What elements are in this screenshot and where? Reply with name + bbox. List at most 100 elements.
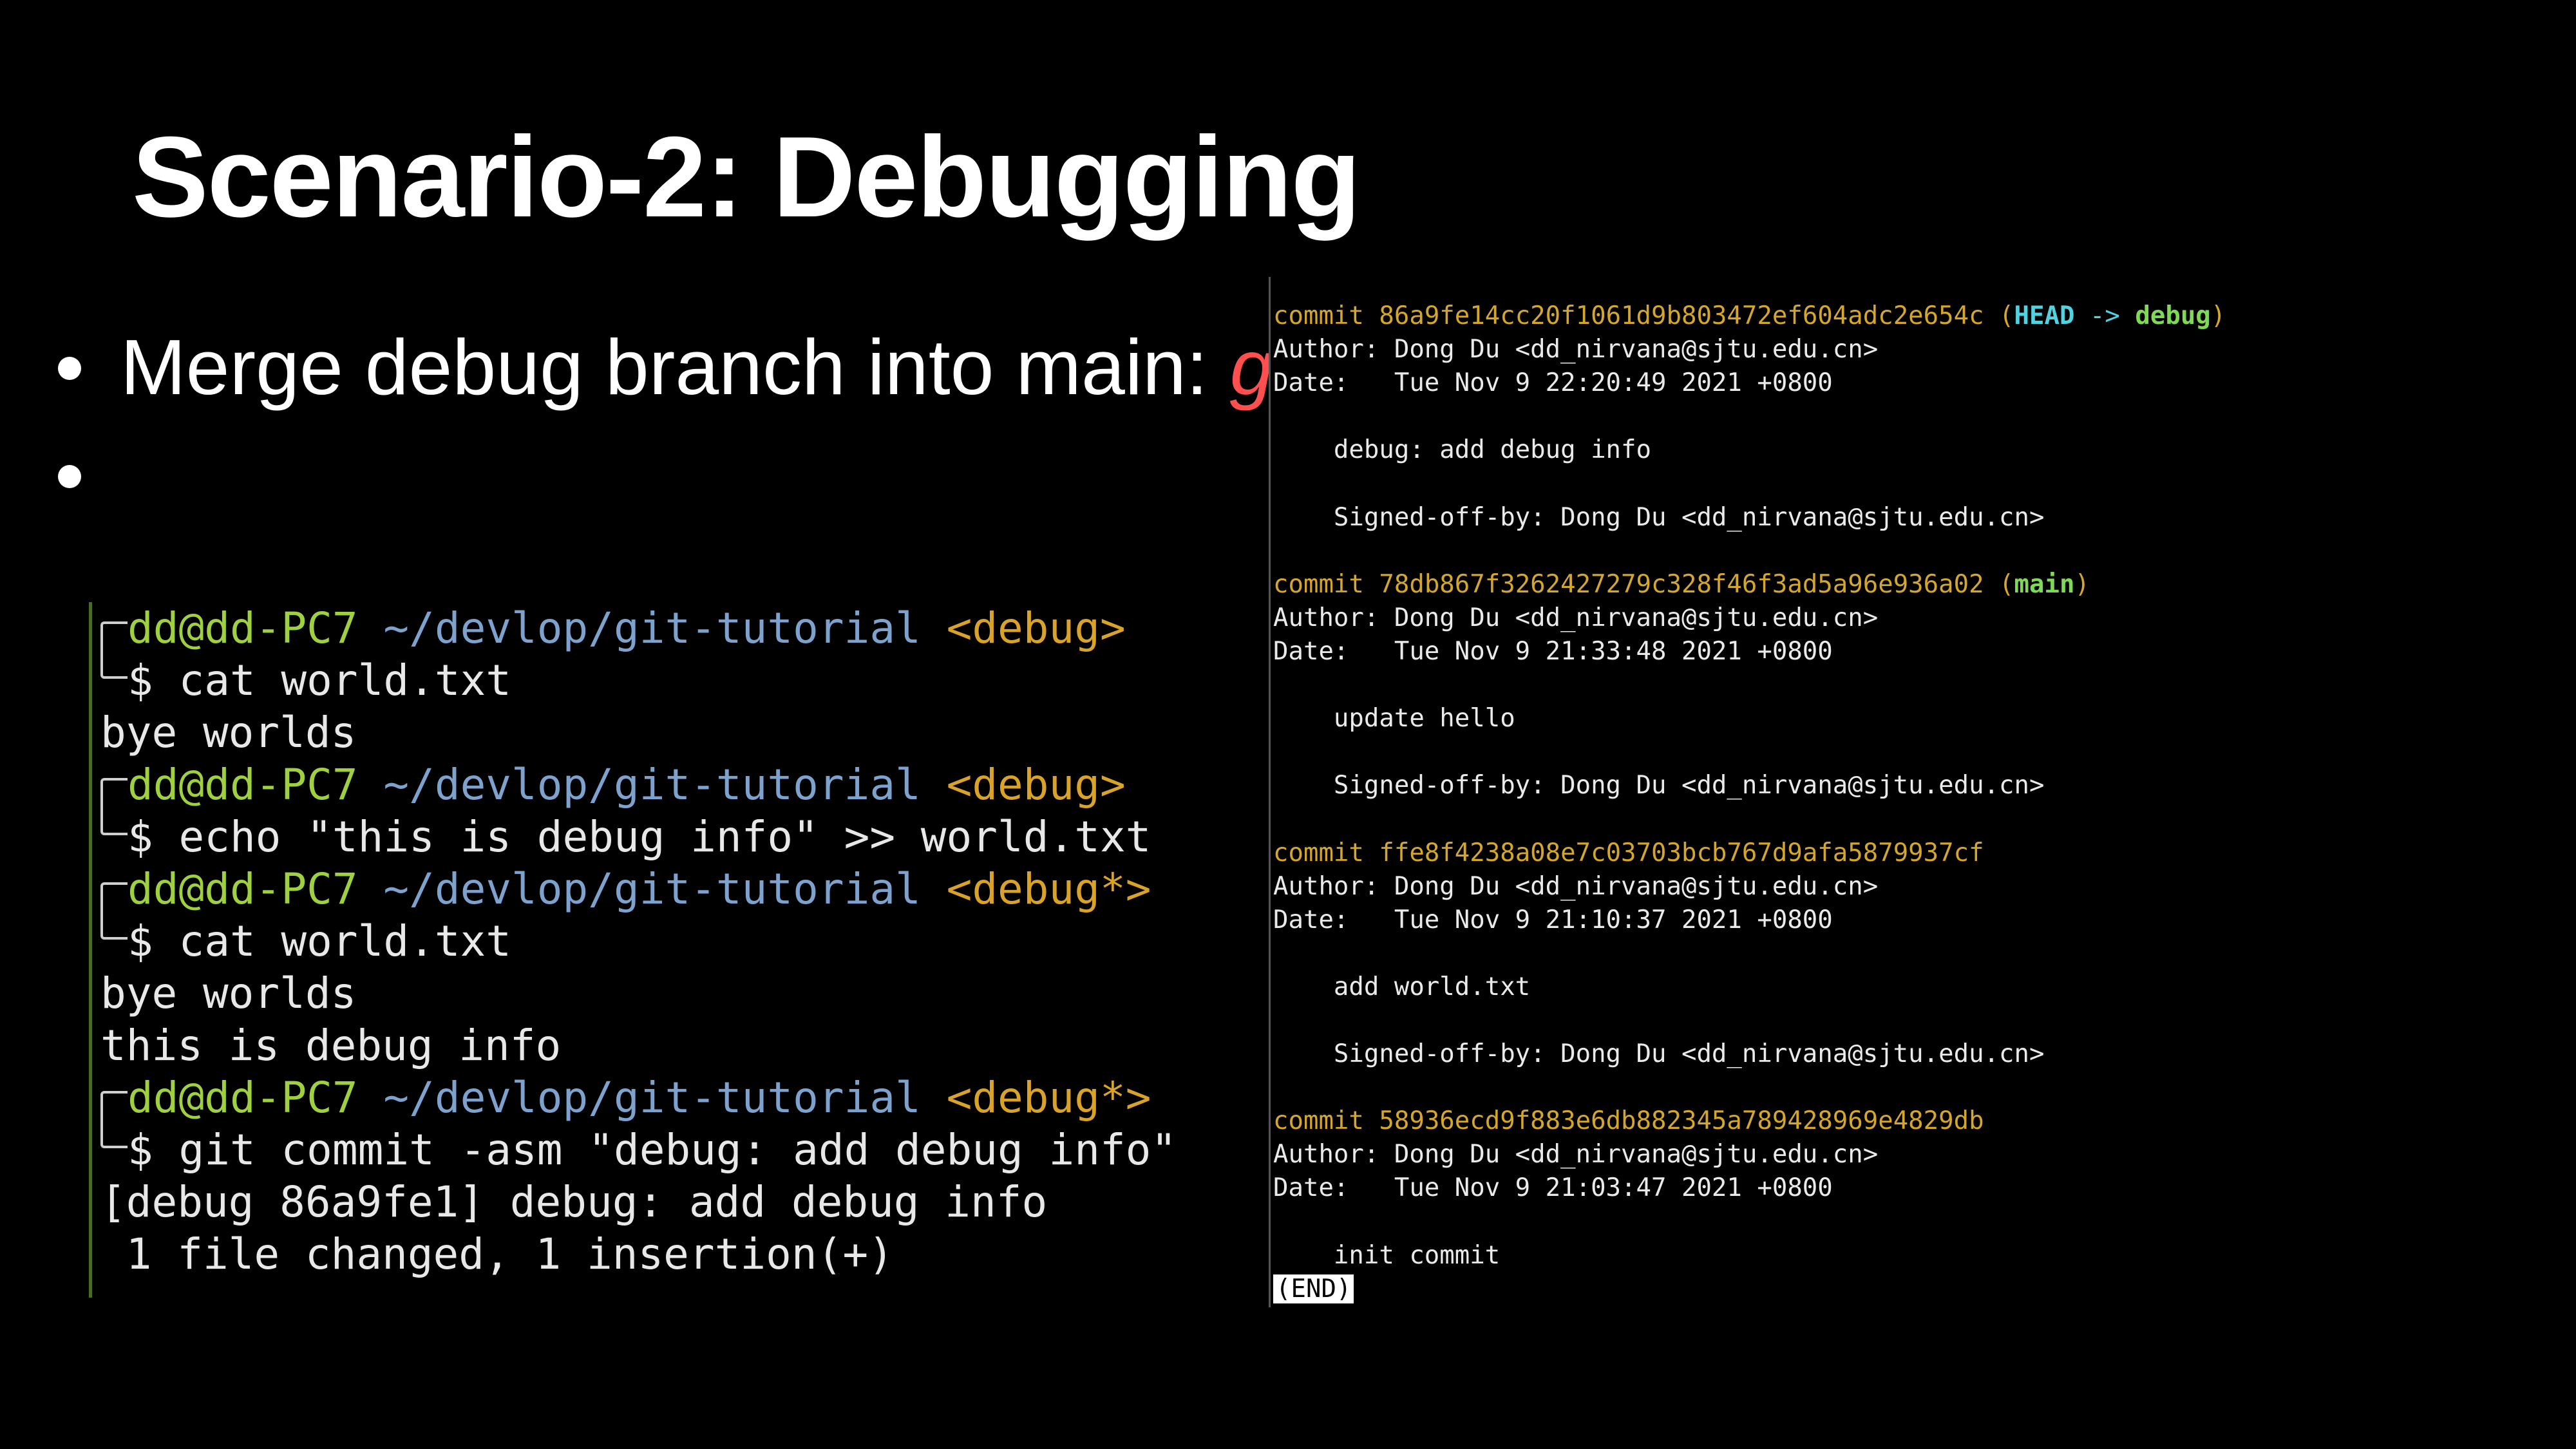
- prompt-corner-icon: [100, 778, 128, 810]
- date-line: Date: Tue Nov 9 22:20:49 2021 +0800: [1273, 366, 2226, 400]
- commit-line: commit 58936ecd9f883e6db882345a789428969…: [1273, 1104, 2226, 1138]
- end-marker: (END): [1273, 1274, 1354, 1303]
- commit-line: commit 86a9fe14cc20f1061d9b803472ef604ad…: [1273, 299, 2226, 333]
- command-text: $ cat world.txt: [128, 656, 512, 705]
- author-text: Author: Dong Du <dd_nirvana@sjtu.edu.cn>: [1273, 871, 1879, 901]
- slide-title: Scenario-2: Debugging: [132, 113, 1361, 241]
- date-line: Date: Tue Nov 9 21:10:37 2021 +0800: [1273, 904, 2226, 937]
- ref-head: HEAD: [2014, 301, 2075, 330]
- bullet-dot-icon: [58, 465, 81, 488]
- author-line: Author: Dong Du <dd_nirvana@sjtu.edu.cn>: [1273, 333, 2226, 366]
- prompt-path: ~/devlop/git-tutorial: [383, 1073, 921, 1122]
- commit-label: commit: [1273, 838, 1379, 867]
- date-text: Date: Tue Nov 9 21:10:37 2021 +0800: [1273, 905, 1833, 934]
- command-line: $ git commit -asm "debug: add debug info…: [100, 1117, 1177, 1176]
- command-line: $ cat world.txt: [100, 648, 1177, 706]
- commit-hash: 86a9fe14cc20f1061d9b803472ef604adc2e654c: [1379, 301, 1984, 330]
- ref-arrow: ->: [2074, 301, 2136, 330]
- ref-paren-icon: ): [2074, 569, 2090, 599]
- output-text: [debug 86a9fe1] debug: add debug info: [100, 1177, 1048, 1227]
- blank-line: [1273, 735, 2226, 769]
- terminal-screenshot-left: dd@dd-PC7 ~/devlop/git-tutorial <debug>$…: [89, 602, 1261, 1298]
- date-text: Date: Tue Nov 9 21:03:47 2021 +0800: [1273, 1173, 1833, 1203]
- blank-line: [1273, 802, 2226, 836]
- prompt-user: dd@dd-PC7: [128, 760, 358, 810]
- command-text: $ cat world.txt: [128, 916, 512, 966]
- output-line: this is debug info: [100, 1019, 1177, 1072]
- command-line: $ cat world.txt: [100, 909, 1177, 967]
- bullet-label: Merge debug branch into main:: [120, 323, 1230, 411]
- ref-paren-icon: (: [1984, 569, 2014, 599]
- commit-message: init commit: [1273, 1240, 1501, 1270]
- date-text: Date: Tue Nov 9 22:20:49 2021 +0800: [1273, 368, 1833, 398]
- prompt-corner-icon: [100, 909, 128, 940]
- terminal-border: [89, 602, 92, 1298]
- date-line: Date: Tue Nov 9 21:33:48 2021 +0800: [1273, 635, 2226, 668]
- commit-label: commit: [1273, 301, 1379, 330]
- commit-line: commit ffe8f4238a08e7c03703bcb767d9afa58…: [1273, 837, 2226, 870]
- ref-branch: main: [2014, 569, 2075, 599]
- prompt-branch: <debug>: [946, 603, 1126, 653]
- prompt-path: ~/devlop/git-tutorial: [383, 760, 921, 810]
- blank-line: [1273, 467, 2226, 500]
- command-text: $ echo "this is debug info" >> world.txt: [128, 812, 1151, 862]
- prompt-corner-icon: [100, 804, 128, 835]
- prompt-line: dd@dd-PC7 ~/devlop/git-tutorial <debug*>: [100, 1072, 1177, 1124]
- commit-message: update hello: [1273, 704, 1515, 734]
- blank-line: [1273, 668, 2226, 702]
- blank-line: [1273, 1206, 2226, 1239]
- signoff-text: Signed-off-by: Dong Du <dd_nirvana@sjtu.…: [1273, 1039, 2045, 1069]
- command-line: $ echo "this is debug info" >> world.txt: [100, 804, 1177, 863]
- prompt-line: dd@dd-PC7 ~/devlop/git-tutorial <debug*>: [100, 863, 1177, 915]
- git-log-screenshot: commit 86a9fe14cc20f1061d9b803472ef604ad…: [1269, 277, 2273, 1307]
- author-text: Author: Dong Du <dd_nirvana@sjtu.edu.cn>: [1273, 603, 1879, 632]
- ref-branch: debug: [2135, 301, 2211, 330]
- message-line: init commit: [1273, 1239, 2226, 1273]
- command-text: $ git commit -asm "debug: add debug info…: [128, 1125, 1177, 1175]
- signoff-line: Signed-off-by: Dong Du <dd_nirvana@sjtu.…: [1273, 769, 2226, 802]
- blank-line: [1273, 1071, 2226, 1104]
- output-text: this is debug info: [100, 1021, 562, 1070]
- author-line: Author: Dong Du <dd_nirvana@sjtu.edu.cn>: [1273, 870, 2226, 904]
- message-line: update hello: [1273, 702, 2226, 735]
- prompt-user: dd@dd-PC7: [128, 864, 358, 914]
- author-line: Author: Dong Du <dd_nirvana@sjtu.edu.cn>: [1273, 1138, 2226, 1171]
- blank-line: [1273, 1004, 2226, 1037]
- prompt-user: dd@dd-PC7: [128, 1073, 358, 1122]
- output-line: 1 file changed, 1 insertion(+): [100, 1228, 1177, 1280]
- blank-line: [1273, 400, 2226, 433]
- signoff-text: Signed-off-by: Dong Du <dd_nirvana@sjtu.…: [1273, 771, 2045, 800]
- author-text: Author: Dong Du <dd_nirvana@sjtu.edu.cn>: [1273, 335, 1879, 365]
- prompt-corner-icon: [100, 621, 128, 654]
- message-line: add world.txt: [1273, 971, 2226, 1004]
- commit-message: add world.txt: [1273, 972, 1531, 1001]
- commit-label: commit: [1273, 1106, 1379, 1136]
- output-line: [debug 86a9fe1] debug: add debug info: [100, 1176, 1177, 1228]
- output-text: bye worlds: [100, 969, 357, 1018]
- commit-hash: ffe8f4238a08e7c03703bcb767d9afa5879937cf: [1379, 838, 1984, 867]
- ref-paren-icon: ): [2210, 301, 2226, 330]
- prompt-line: dd@dd-PC7 ~/devlop/git-tutorial <debug>: [100, 602, 1177, 654]
- message-line: debug: add debug info: [1273, 433, 2226, 467]
- output-text: 1 file changed, 1 insertion(+): [100, 1229, 894, 1279]
- blank-line: [1273, 535, 2226, 568]
- prompt-branch: <debug*>: [946, 864, 1151, 914]
- prompt-user: dd@dd-PC7: [128, 603, 358, 653]
- output-text: bye worlds: [100, 708, 357, 757]
- commit-message: debug: add debug info: [1273, 435, 1651, 465]
- prompt-corner-icon: [100, 882, 128, 914]
- prompt-corner-icon: [100, 1117, 128, 1148]
- commit-hash: 58936ecd9f883e6db882345a789428969e4829db: [1379, 1106, 1984, 1136]
- prompt-path: ~/devlop/git-tutorial: [383, 864, 921, 914]
- prompt-corner-icon: [100, 648, 128, 679]
- git-log-output: commit 86a9fe14cc20f1061d9b803472ef604ad…: [1273, 299, 2226, 1306]
- commit-line: commit 78db867f3262427279c328f46f3ad5a96…: [1273, 568, 2226, 601]
- prompt-corner-icon: [100, 1091, 128, 1123]
- end-line: (END): [1273, 1273, 2226, 1306]
- terminal-output: dd@dd-PC7 ~/devlop/git-tutorial <debug>$…: [100, 602, 1177, 1280]
- author-line: Author: Dong Du <dd_nirvana@sjtu.edu.cn>: [1273, 601, 2226, 635]
- git-log-border: [1269, 277, 1271, 1307]
- date-text: Date: Tue Nov 9 21:33:48 2021 +0800: [1273, 636, 1833, 666]
- date-line: Date: Tue Nov 9 21:03:47 2021 +0800: [1273, 1171, 2226, 1205]
- prompt-path: ~/devlop/git-tutorial: [383, 603, 921, 653]
